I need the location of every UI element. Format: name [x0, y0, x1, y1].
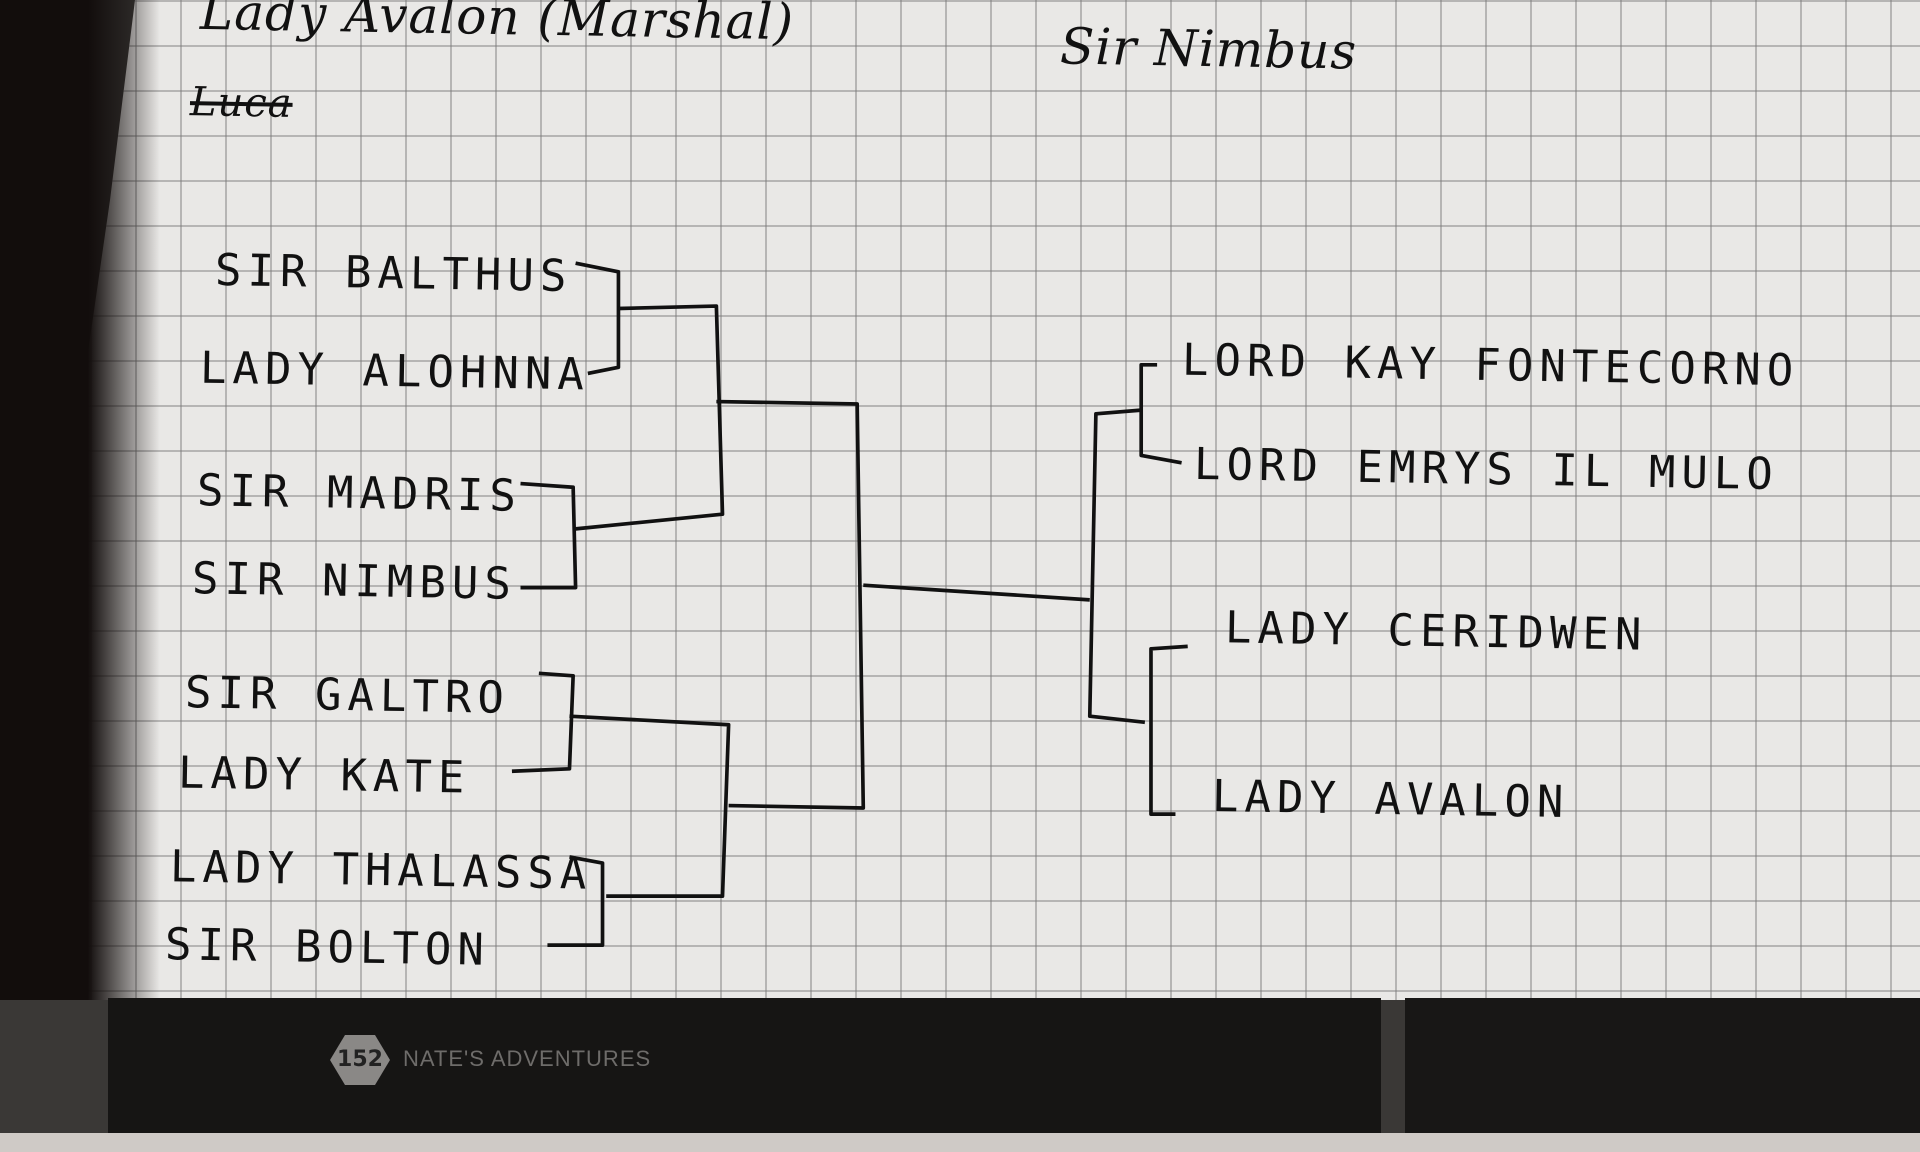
bracket-line	[520, 481, 578, 590]
hexagon-logo-icon: 152	[330, 1035, 390, 1085]
bracket-line	[716, 399, 866, 810]
bracket-line	[863, 583, 1090, 602]
bracket-line	[575, 261, 621, 376]
table-surface	[0, 1133, 1920, 1152]
dark-edge	[0, 0, 160, 1000]
bracket-line	[569, 714, 731, 898]
bracket-line	[1149, 644, 1188, 816]
brand-text: NATE'S ADVENTURES	[403, 1046, 652, 1071]
bracket-line	[547, 855, 605, 947]
book-cover	[108, 998, 1381, 1133]
grid-paper	[0, 0, 1920, 1000]
bracket-line	[511, 671, 575, 774]
bracket-line	[1087, 408, 1146, 725]
bracket-line	[575, 304, 725, 531]
bracket-line	[1139, 362, 1182, 465]
book-cover-right	[1405, 998, 1920, 1133]
